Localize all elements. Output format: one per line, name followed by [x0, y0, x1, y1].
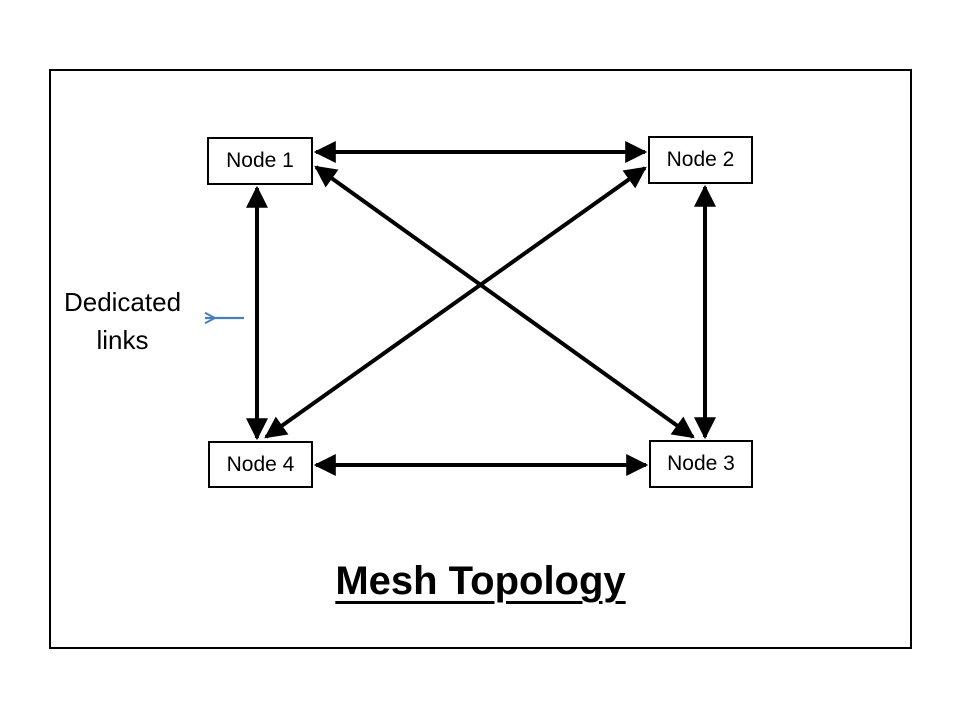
- node-2-label: Node 2: [666, 148, 735, 171]
- diagram-title-text: Mesh Topology: [335, 559, 626, 603]
- node-1-label: Node 1: [226, 149, 294, 172]
- node-1-box: Node 1: [207, 137, 313, 185]
- dedicated-links-label: Dedicated links: [40, 283, 205, 359]
- node-2-box: Node 2: [648, 136, 753, 184]
- node-3-box: Node 3: [649, 440, 753, 488]
- dedicated-links-label-line1: Dedicated: [63, 287, 182, 317]
- node-3-label: Node 3: [667, 452, 735, 475]
- link-node2-node4: [264, 166, 647, 439]
- node-4-box: Node 4: [208, 441, 313, 488]
- diagram-title: Mesh Topology: [49, 559, 912, 604]
- dedicated-links-label-line2: links: [96, 325, 149, 355]
- node-4-label: Node 4: [226, 452, 295, 476]
- link-node1-node3: [314, 165, 695, 439]
